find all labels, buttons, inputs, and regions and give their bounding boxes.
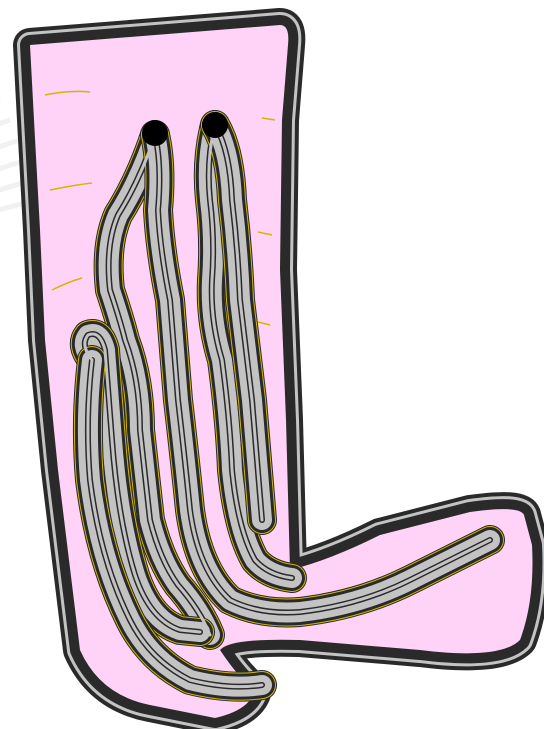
watermark-arc	[0, 140, 20, 729]
opening-left	[142, 120, 168, 146]
opening-right	[202, 112, 228, 138]
